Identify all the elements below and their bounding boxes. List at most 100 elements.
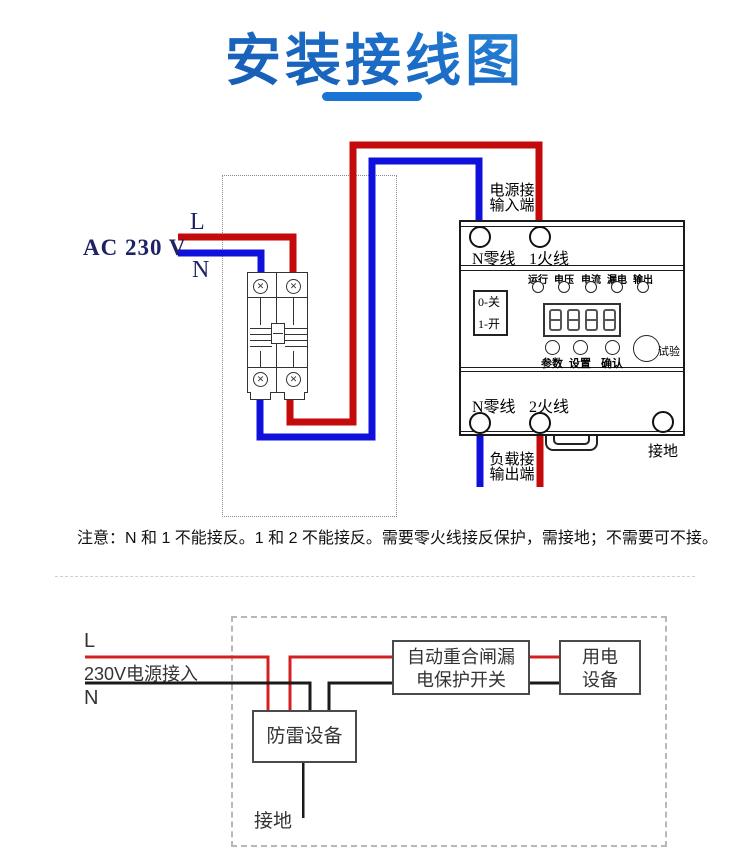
device-frame-line: [461, 265, 683, 266]
breaker-bottom-divider: [248, 367, 307, 368]
terminal-ground: [652, 411, 674, 433]
recloser-device: N零线 1火线 运行 电压 电流 漏电 输出 0-关 1-开 参数 设置 确认 …: [459, 220, 685, 436]
device-frame-line: [461, 367, 683, 368]
seven-segment-display: [543, 303, 621, 337]
breaker-bottom-tab: [284, 392, 305, 400]
param-button-label: 参数: [541, 358, 563, 370]
indicator-label-voltage: 电压: [552, 271, 576, 286]
breaker-dashed-outline: [222, 175, 397, 517]
breaker-top-divider: [248, 297, 307, 298]
terminal-label-output-live: 2火线: [529, 399, 570, 416]
indicator-led: [558, 281, 570, 293]
breaker-linkage: [293, 351, 294, 367]
neutral-wire-breaker-to-device: [256, 157, 483, 441]
confirm-button-label: 确认: [601, 358, 623, 370]
breaker-vent-line: [250, 340, 272, 341]
breaker-linkage: [260, 351, 261, 367]
breaker-vent-line: [250, 334, 272, 335]
indicator-led: [637, 281, 649, 293]
set-button-label: 设置: [569, 358, 591, 370]
device-frame-line: [461, 431, 683, 432]
schematic-neutral-branch-line: [327, 681, 393, 712]
breaker-vent-line: [285, 328, 307, 329]
schematic-dashed-outline: [231, 616, 667, 847]
schematic-neutral-feed-line: [85, 681, 312, 712]
terminal-input-live: [529, 226, 551, 248]
breaker-linkage: [293, 297, 294, 325]
wiring-note: 注意：N 和 1 不能接反。1 和 2 不能接反。需要零火线接反保护，需接地；不…: [77, 530, 718, 547]
indicator-led: [611, 281, 623, 293]
terminal-label-output-neutral: N零线: [472, 399, 516, 416]
lightning-protection-box: 防雷设备: [252, 710, 357, 763]
page-title: 安装接线图: [0, 16, 750, 97]
load-output-label: 负载接 输出端: [486, 453, 538, 483]
indicator-label-leakage: 漏电: [605, 271, 629, 286]
terminal-output-live: [529, 412, 551, 434]
source-neutral-label: N: [192, 257, 210, 283]
screw-terminal-icon: ✕: [286, 372, 301, 387]
schematic-live-branch-line: [288, 655, 393, 712]
confirm-button: [605, 340, 620, 355]
breaker-vent-line: [285, 346, 307, 347]
schematic-feed-label: 230V电源接入: [84, 664, 199, 684]
din-rail-clip-inner: [553, 436, 590, 445]
load-output-label-line2: 输出端: [489, 467, 535, 483]
live-wire-breaker-to-device: [286, 141, 543, 426]
load-output-label-line1: 负载接: [489, 452, 535, 468]
source-live-label: L: [190, 209, 205, 235]
test-button: [633, 335, 660, 362]
source-voltage-label: AC 230 V: [83, 235, 187, 260]
indicator-led: [532, 281, 544, 293]
screw-terminal-icon: ✕: [253, 279, 268, 294]
recloser-switch-box-line2: 电保护开关: [416, 670, 506, 690]
breaker-vent-line: [250, 346, 272, 347]
terminal-input-neutral: [469, 226, 491, 248]
param-button: [545, 340, 560, 355]
device-frame-line: [461, 270, 683, 271]
device-frame-line: [461, 226, 683, 227]
schematic-neutral-label: N: [84, 687, 99, 709]
power-input-label-line2: 输入端: [489, 198, 535, 214]
display-digit: [567, 309, 580, 331]
load-equipment-box-line2: 设备: [582, 670, 618, 690]
screw-terminal-icon: ✕: [286, 279, 301, 294]
terminal-label-input-live: 1火线: [529, 251, 570, 268]
screw-terminal-icon: ✕: [253, 372, 268, 387]
display-digit: [585, 309, 598, 331]
breaker-toggle-handle: [271, 323, 285, 344]
circuit-breaker: ✕ ✕ ✕ ✕: [247, 272, 308, 393]
device-frame-line: [461, 371, 683, 372]
schematic-live-feed-line: [85, 655, 270, 712]
schematic-ground-label: 接地: [254, 811, 293, 832]
test-button-label: 试验: [658, 346, 680, 358]
live-wire-source-to-breaker: [178, 233, 297, 285]
terminal-output-neutral: [469, 412, 491, 434]
switch-legend-off: 0-关: [478, 295, 500, 309]
schematic-live-label: L: [84, 630, 96, 652]
breaker-vent-line: [285, 334, 307, 335]
recloser-switch-box-line1: 自动重合闸漏: [407, 647, 515, 667]
title-underline: [322, 92, 422, 101]
load-equipment-box: 用电 设备: [559, 640, 641, 695]
breaker-vent-line: [285, 340, 307, 341]
indicator-label-current: 电流: [579, 271, 603, 286]
switch-legend-on: 1-开: [478, 317, 500, 331]
recloser-switch-box: 自动重合闸漏 电保护开关: [392, 640, 530, 695]
breaker-linkage: [260, 297, 261, 325]
breaker-bottom-tab: [250, 392, 271, 400]
switch-legend-box: 0-关 1-开: [473, 290, 508, 336]
indicator-led: [585, 281, 597, 293]
indicator-label-run: 运行: [526, 271, 550, 286]
set-button: [573, 340, 588, 355]
power-input-label-line1: 电源接: [489, 183, 535, 199]
power-input-label: 电源接 输入端: [486, 184, 538, 214]
ground-terminal-label: 接地: [648, 444, 679, 460]
breaker-vent-line: [250, 328, 272, 329]
display-digit: [549, 309, 562, 331]
terminal-label-input-neutral: N零线: [472, 251, 516, 268]
section-separator: [55, 576, 695, 577]
load-equipment-box-line1: 用电: [582, 647, 618, 667]
indicator-label-output: 输出: [631, 271, 655, 286]
